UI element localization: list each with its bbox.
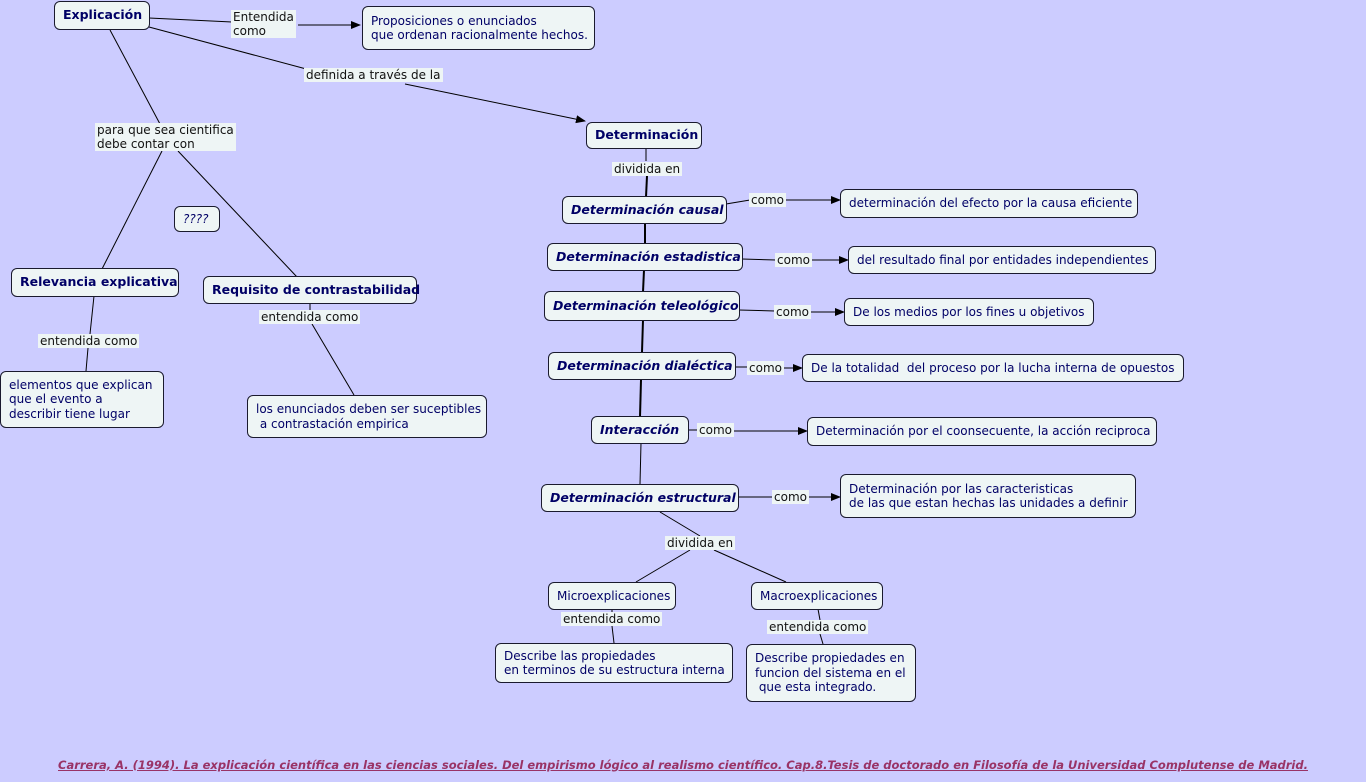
label-dividida-en-2: dividida en — [665, 536, 736, 550]
edge-relevancia-label — [89, 295, 95, 335]
node-interaccion[interactable]: Interacción — [591, 416, 689, 444]
node-requisito-contrastabilidad[interactable]: Requisito de contrastabilidad — [203, 276, 420, 304]
edge-estadistica-como — [741, 258, 777, 261]
node-relevancia-explicativa[interactable]: Relevancia explicativa — [11, 268, 179, 297]
node-estructural-desc[interactable]: Determinación por las caracteristicas de… — [840, 474, 1136, 518]
label-definida: definida a través de la — [304, 68, 443, 82]
edge-teleologico-como — [738, 309, 776, 312]
node-dialectica-desc[interactable]: De la totalidad del proceso por la lucha… — [802, 354, 1184, 382]
node-interaccion-desc[interactable]: Determinación por el coonsecuente, la ac… — [807, 417, 1157, 446]
edge-macro-label — [817, 608, 821, 621]
edge-dialectica-interaccion — [639, 379, 642, 418]
label-como-4: como — [747, 361, 784, 375]
citation-footer[interactable]: Carrera, A. (1994). La explicación cient… — [58, 758, 1308, 772]
node-question[interactable]: ???? — [174, 206, 220, 232]
edge-label-requisito-desc — [311, 323, 355, 396]
edge-paraque-requisito — [177, 150, 298, 278]
node-causal-desc[interactable]: determinación del efecto por la causa ef… — [840, 189, 1138, 218]
label-como-2: como — [775, 253, 812, 267]
node-determinacion-estructural[interactable]: Determinación estructural — [541, 484, 739, 512]
node-determinacion-dialectica[interactable]: Determinación dialéctica — [548, 352, 736, 380]
edge-label-relevancia-desc — [85, 347, 89, 372]
edge-causal-como — [725, 199, 751, 205]
edge-label-micro-desc — [611, 625, 615, 644]
node-proposiciones[interactable]: Proposiciones o enunciados que ordenan r… — [362, 6, 595, 50]
label-como-5: como — [697, 423, 734, 437]
label-entendida-como-relevancia: entendida como — [38, 334, 140, 348]
node-micro-desc[interactable]: Describe las propiedades en terminos de … — [495, 643, 733, 683]
node-determinacion[interactable]: Determinación — [586, 122, 702, 149]
label-como-1: como — [749, 193, 786, 207]
label-entendida-como: Entendida como — [231, 10, 296, 38]
label-como-6: como — [772, 490, 809, 504]
edge-explicacion-paraque — [109, 29, 161, 125]
node-determinacion-estadistica[interactable]: Determinación estadistica — [547, 243, 743, 271]
edge-dividida-causal — [645, 175, 648, 198]
edge-dividida-macro — [713, 549, 787, 583]
edge-explicacion-label1 — [148, 17, 233, 23]
node-microexplicaciones[interactable]: Microexplicaciones — [548, 582, 676, 610]
node-macro-desc[interactable]: Describe propiedades en funcion del sist… — [746, 644, 916, 702]
node-determinacion-teleologico[interactable]: Determinación teleológico — [544, 291, 740, 321]
node-relevancia-desc[interactable]: elementos que explican que el evento a d… — [0, 371, 164, 428]
edge-estructural-dividida — [659, 511, 701, 537]
node-estadistica-desc[interactable]: del resultado final por entidades indepe… — [848, 246, 1156, 274]
edge-label-macro-desc — [819, 633, 824, 645]
edge-teleologico-dialectica — [641, 319, 644, 353]
label-entendida-como-micro: entendida como — [561, 612, 663, 626]
edge-paraque-relevancia — [101, 150, 163, 270]
edge-explicacion-definida — [148, 26, 311, 71]
edge-interaccion-estructural — [639, 442, 642, 485]
edge-dividida-micro — [635, 549, 691, 583]
node-macroexplicaciones[interactable]: Macroexplicaciones — [751, 582, 883, 610]
node-determinacion-causal[interactable]: Determinación causal — [562, 196, 727, 224]
node-explicacion[interactable]: Explicación — [54, 1, 150, 30]
label-como-3: como — [774, 305, 811, 319]
label-dividida-en-1: dividida en — [612, 162, 683, 176]
node-teleologico-desc[interactable]: De los medios por los fines u objetivos — [844, 298, 1094, 326]
label-entendida-como-requisito: entendida como — [259, 310, 361, 324]
label-entendida-como-macro: entendida como — [767, 620, 869, 634]
edge-definida-determinacion — [404, 83, 586, 124]
label-para-que: para que sea cientifica debe contar con — [95, 123, 236, 151]
edge-estadistica-teleologico — [642, 269, 645, 293]
node-requisito-desc[interactable]: los enunciados deben ser suceptibles a c… — [247, 395, 487, 438]
